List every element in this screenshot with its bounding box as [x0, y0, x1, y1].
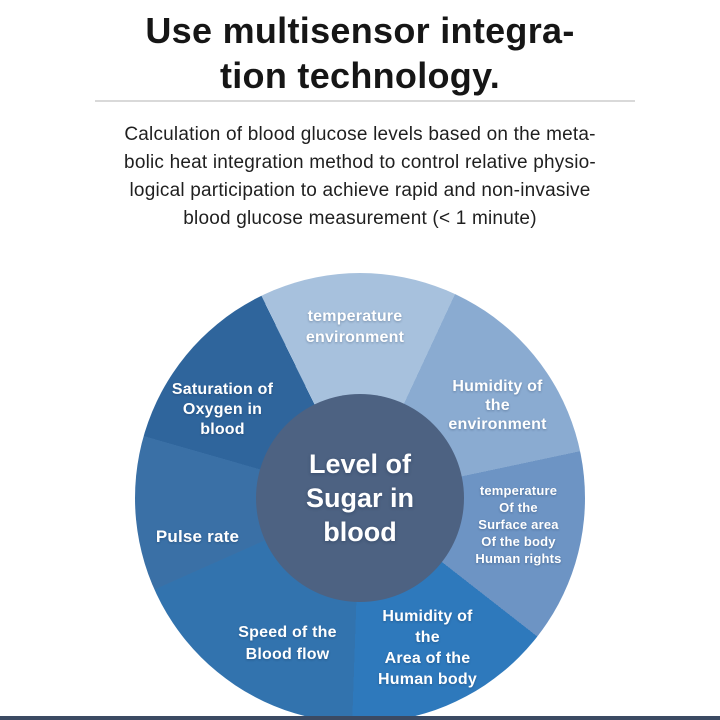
segment-label-line: Blood flow — [245, 646, 330, 663]
segment-label-line: Pulse rate — [155, 527, 240, 546]
segment-label-temperature-environment: temperature environment — [265, 306, 445, 348]
segment-label-line: the — [485, 397, 510, 414]
segment-label-line: Oxygen in — [182, 401, 263, 418]
description-line-4: blood glucose measurement (< 1 minute) — [183, 208, 537, 229]
center-label-line: blood — [323, 517, 397, 547]
page-title-line-2: tion technology. — [219, 55, 501, 96]
segment-label-line: Saturation of — [171, 381, 274, 398]
segment-label-temperature-body-surface: temperature Of the Surface area Of the b… — [446, 482, 591, 567]
center-label-line: Level of — [308, 449, 412, 479]
segment-label-line: temperature — [307, 308, 403, 325]
segment-label-line: Human rights — [475, 551, 562, 566]
segment-label-line: Speed of the — [238, 624, 337, 641]
title-divider — [95, 100, 635, 102]
chart-center-label: Level of Sugar in blood — [256, 394, 464, 602]
segment-label-line: Humidity of — [382, 608, 473, 625]
center-label-line: Sugar in — [305, 483, 414, 513]
description-line-3: logical participation to achieve rapid a… — [129, 180, 591, 201]
page-title: Use multisensor integra- tion technology… — [0, 8, 720, 98]
description-line-1: Calculation of blood glucose levels base… — [124, 124, 596, 145]
segment-label-line: blood — [200, 421, 245, 438]
segment-label-speed-blood-flow: Speed of the Blood flow — [205, 622, 370, 666]
segment-label-humidity-body-area: Humidity of the Area of the Human body — [345, 606, 510, 690]
segment-label-line: Of the body — [481, 534, 556, 549]
segment-label-line: Of the — [499, 500, 538, 515]
segment-label-line: Human body — [378, 671, 477, 688]
segment-label-line: environment — [305, 329, 405, 346]
segment-label-saturation-oxygen-blood: Saturation of Oxygen in blood — [140, 380, 305, 440]
segment-label-humidity-environment: Humidity of the environment — [420, 377, 575, 434]
segment-label-line: environment — [448, 416, 547, 433]
segment-label-line: Area of the — [384, 650, 471, 667]
segment-label-line: the — [415, 629, 440, 646]
description-text: Calculation of blood glucose levels base… — [40, 121, 680, 233]
segment-label-pulse-rate: Pulse rate — [130, 526, 265, 547]
bottom-edge-bar — [0, 716, 720, 720]
segment-label-line: temperature — [479, 483, 558, 498]
segment-label-line: Humidity of — [452, 378, 543, 395]
description-line-2: bolic heat integration method to control… — [124, 152, 596, 173]
page-title-line-1: Use multisensor integra- — [145, 10, 575, 51]
segment-label-line: Surface area — [478, 517, 559, 532]
